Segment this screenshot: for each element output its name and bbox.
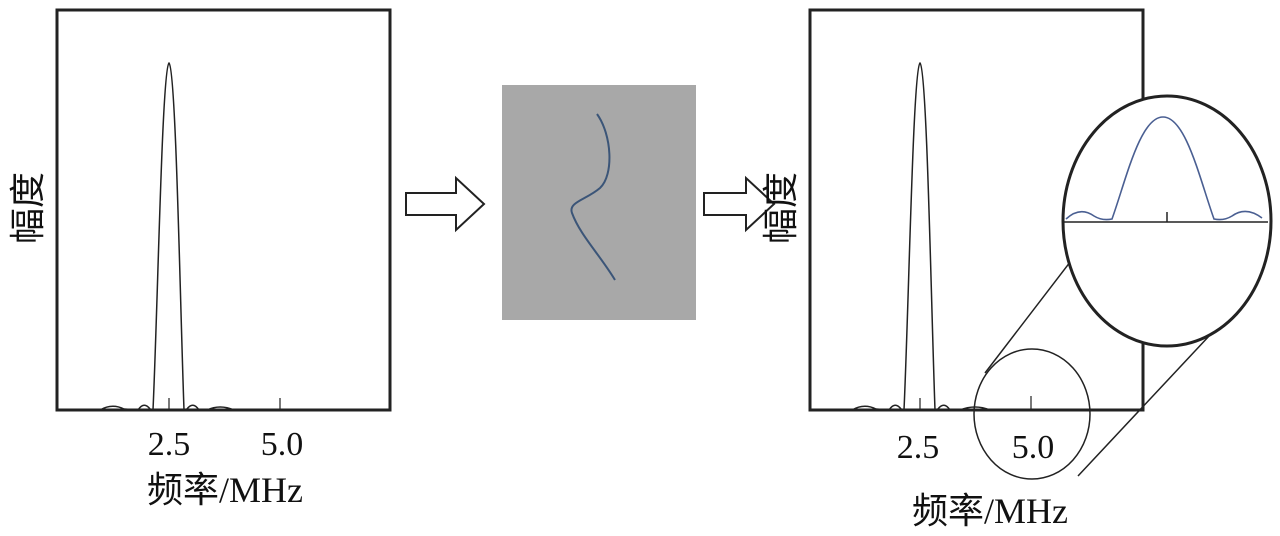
left-y-axis-label: 幅度	[8, 172, 48, 244]
zoom-callout	[973, 94, 1273, 480]
left-spectrum-panel: 2.5 5.0 频率/MHz 幅度	[8, 8, 392, 510]
right-tick-label-2-5: 2.5	[897, 429, 940, 466]
sample-curve	[570, 113, 616, 281]
right-arrow-icon	[405, 175, 486, 233]
right-spectrum-curve	[851, 61, 991, 412]
left-x-axis-label: 频率/MHz	[147, 470, 303, 510]
right-spectrum-panel: 2.5 5.0 频率/MHz 幅度	[761, 8, 1145, 531]
zoom-source-circle	[973, 348, 1091, 480]
right-y-axis-label: 幅度	[761, 172, 801, 244]
material-sample	[502, 85, 696, 320]
zoom-connector-lower	[1077, 334, 1211, 477]
right-x-axis-label: 频率/MHz	[912, 491, 1068, 531]
right-axes-frame	[808, 8, 1145, 412]
left-tick-label-2-5: 2.5	[148, 426, 191, 463]
right-tick-label-5-0: 5.0	[1012, 429, 1055, 466]
left-spectrum-curve	[99, 61, 235, 412]
left-tick-label-5-0: 5.0	[261, 426, 304, 463]
sample-box	[502, 85, 696, 320]
left-axes-frame	[55, 8, 392, 412]
right-arrow-icon	[703, 175, 776, 233]
zoom-magnified-curve	[1065, 116, 1263, 221]
